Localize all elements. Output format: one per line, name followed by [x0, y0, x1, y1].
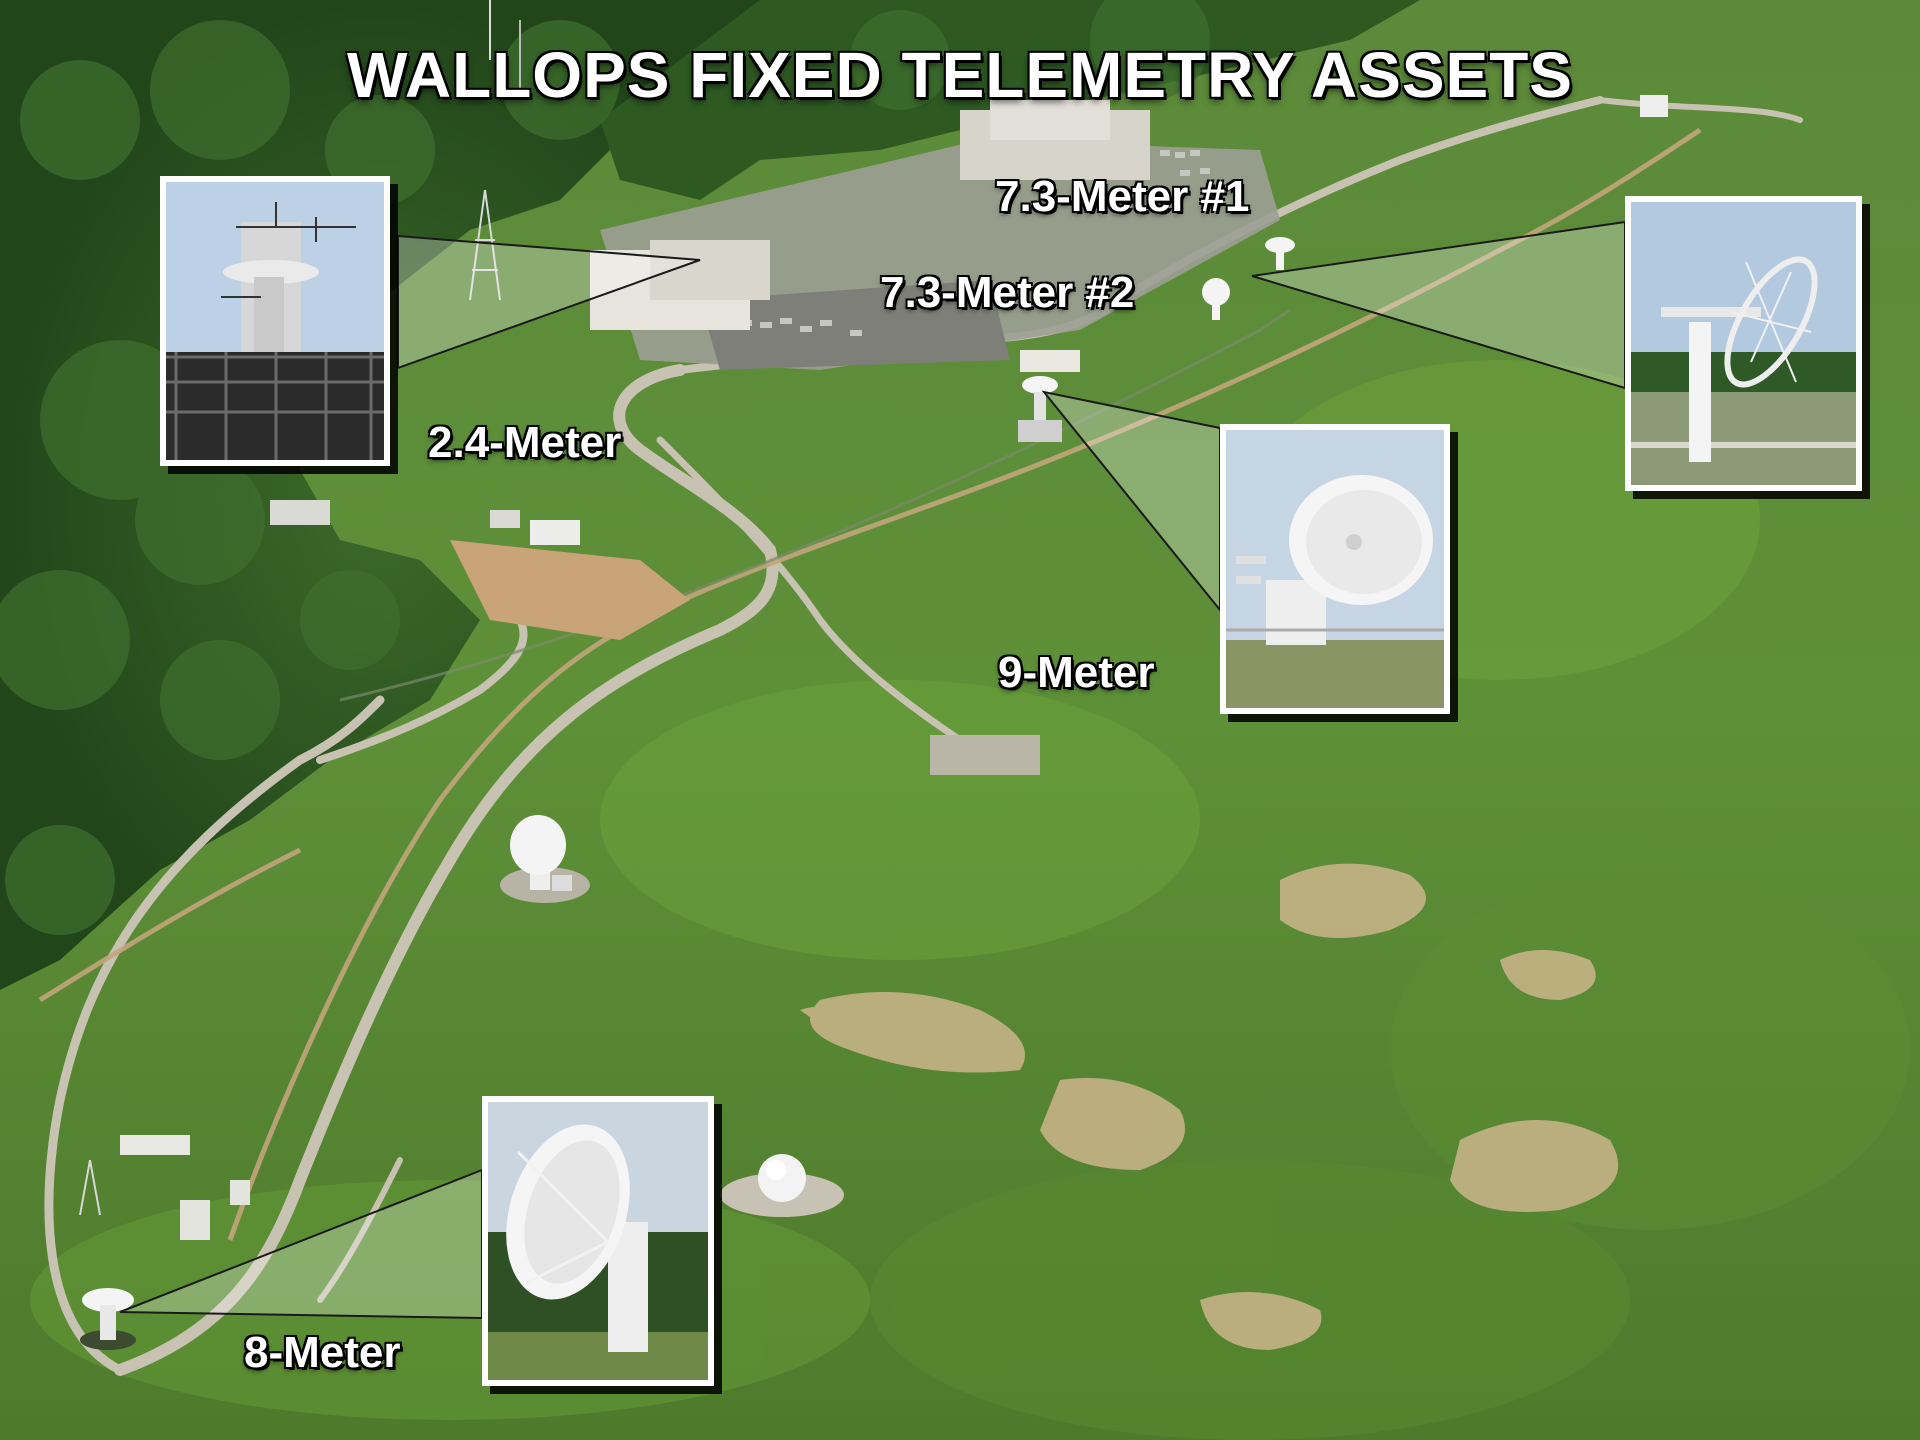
inset-2-4-meter: [160, 176, 390, 466]
page-title: WALLOPS FIXED TELEMETRY ASSETS: [347, 39, 1573, 111]
seven-three-site-dishes: [1202, 237, 1295, 320]
buildings: [120, 95, 1668, 1240]
sand-patches: [800, 863, 1619, 1350]
eight-meter-site-dish: [80, 1288, 136, 1350]
label-2-4-meter: 2.4-Meter: [428, 418, 622, 467]
label-7-3-meter-1: 7.3-Meter #1: [995, 172, 1250, 221]
dirt-paths: [38, 127, 1702, 1241]
inset-7-3-meter-photo: [1631, 202, 1856, 485]
towers: [79, 0, 521, 1216]
inset-9-meter: [1220, 424, 1450, 714]
fence-line: [339, 308, 1291, 702]
inset-9-meter-photo: [1226, 430, 1444, 708]
construction-pad: [450, 540, 690, 640]
label-9-meter: 9-Meter: [998, 648, 1155, 697]
inset-7-3-meter: [1625, 196, 1862, 491]
mid-field-dish: [500, 815, 590, 903]
facility-area: [600, 140, 1280, 370]
inset-2-4-meter-photo: [166, 182, 384, 460]
inset-connectors: [119, 220, 1626, 1320]
helipad: [930, 735, 1040, 775]
inset-8-meter: [482, 1096, 714, 1386]
nine-meter-site-dish: [1018, 376, 1062, 442]
label-7-3-meter-2: 7.3-Meter #2: [880, 268, 1135, 317]
inset-8-meter-photo: [488, 1102, 708, 1380]
label-8-meter: 8-Meter: [244, 1328, 401, 1377]
radome: [720, 1154, 844, 1217]
